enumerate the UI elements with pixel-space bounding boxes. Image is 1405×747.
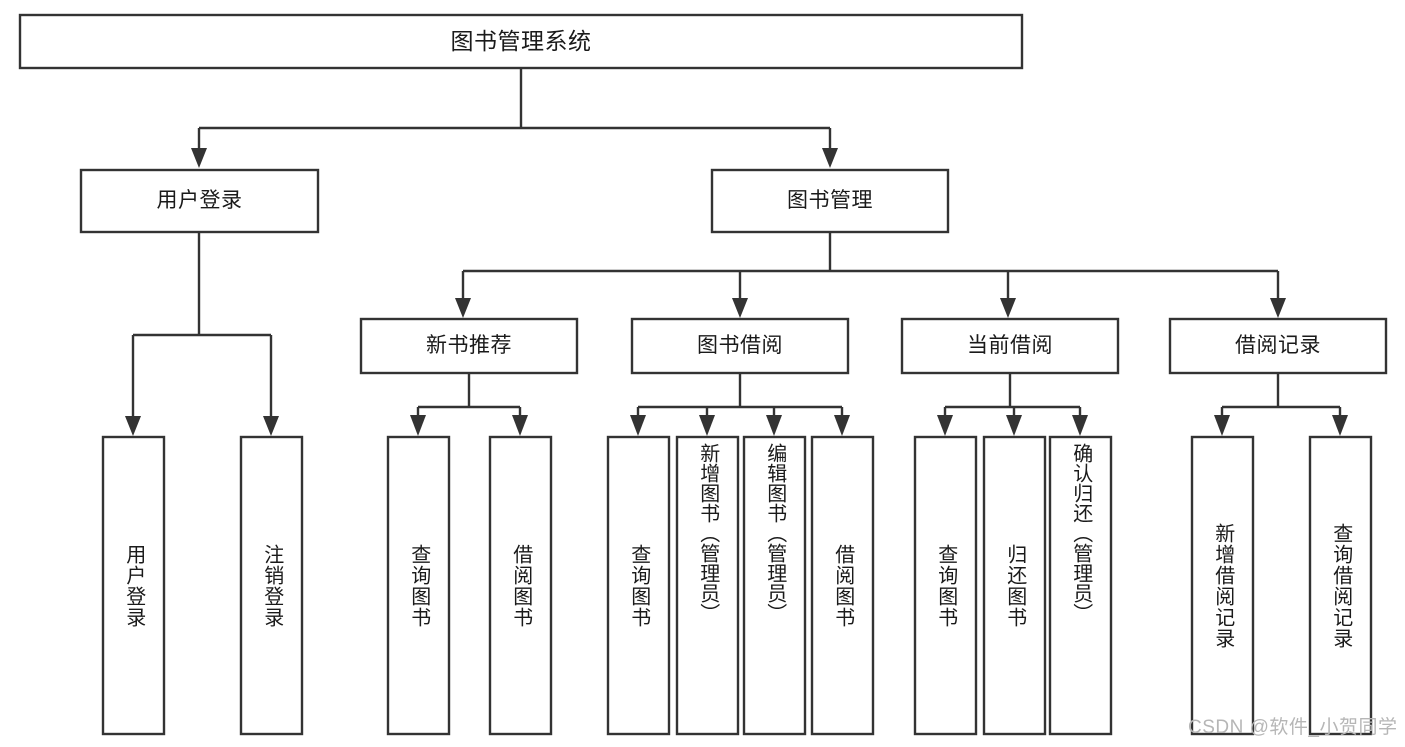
connectors-bookmgmt-to-level3 [455,232,1286,318]
node-box-leaf[interactable] [1048,435,1113,736]
node-box-leaf[interactable] [101,435,166,736]
node-box-leaf[interactable] [810,435,875,736]
node-box-user-login[interactable] [79,168,320,234]
connectors-borrowrecord-to-leaves [1214,373,1348,436]
node-box-leaf[interactable] [982,435,1047,736]
connectors-userlogin-to-leaves [125,232,279,436]
connectors-currentborrow-to-leaves [937,373,1088,436]
node-box-leaf[interactable] [606,435,671,736]
node-box-leaf[interactable] [913,435,978,736]
connectors-bookborrow-to-leaves [630,373,850,436]
node-box-leaf[interactable] [488,435,553,736]
connectors-newbook-to-leaves [410,373,528,436]
node-box-current-borrow[interactable] [900,317,1120,375]
connectors-root-to-level2 [191,68,838,168]
node-box-leaf[interactable] [239,435,304,736]
node-box-leaf[interactable] [386,435,451,736]
node-box-leaf[interactable] [1190,435,1255,736]
node-box-book-management[interactable] [710,168,950,234]
node-box-leaf[interactable] [742,435,807,736]
node-box-book-borrow[interactable] [630,317,850,375]
node-box-leaf[interactable] [1308,435,1373,736]
csdn-watermark: CSDN @软件_小贺同学 [1188,717,1398,738]
node-box-root[interactable] [18,13,1024,70]
node-box-new-book-recommend[interactable] [359,317,579,375]
node-box-leaf[interactable] [675,435,740,736]
node-box-borrow-record[interactable] [1168,317,1388,375]
